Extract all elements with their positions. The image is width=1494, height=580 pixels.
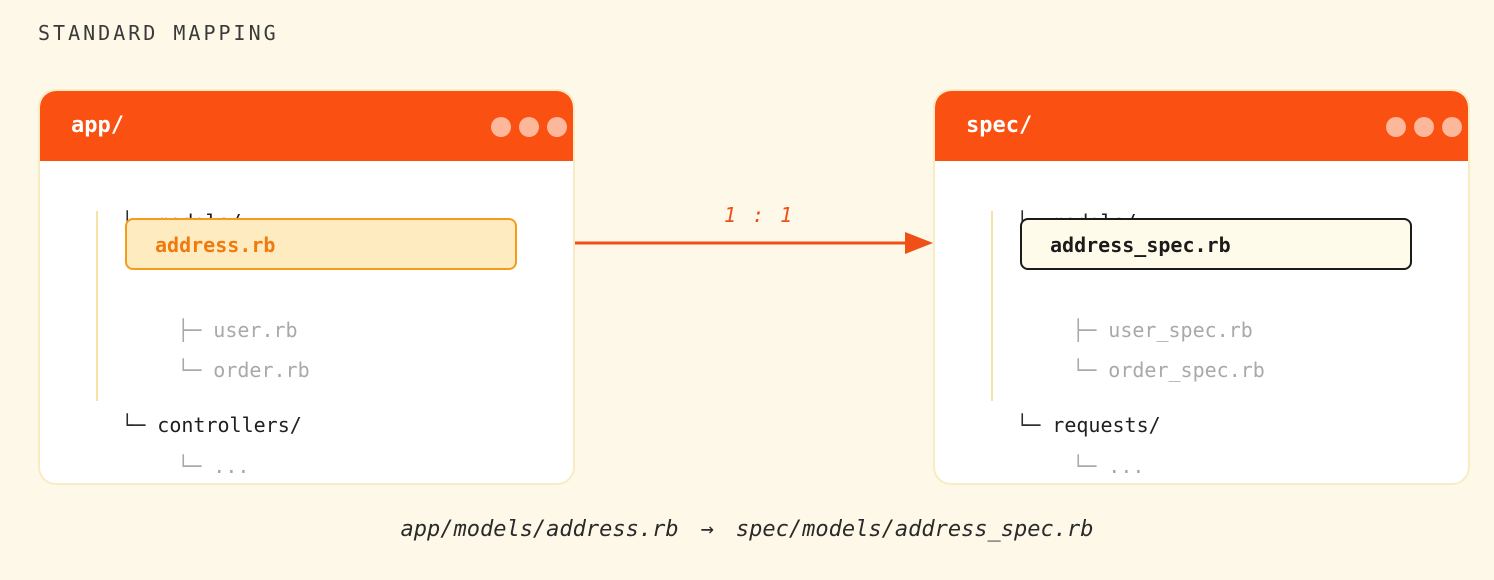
file-label: user.rb [213,318,298,342]
right-arrow-icon: → [700,517,714,542]
tree-branch-icon: ├─ [177,318,214,342]
tree-corner-icon: └─ [121,413,158,437]
tree-guide-line [991,211,993,401]
window-dot-icon [1442,117,1462,137]
spec-directory-panel: spec/ ├─ models/ address_spec.rb ├─ user… [933,89,1470,485]
ellipsis-label: ... [1108,454,1145,478]
source-path: app/models/address.rb [400,517,679,542]
tree-corner-icon: └─ [1016,413,1053,437]
mapping-arrow-icon [575,232,933,254]
tree-item-user-spec: ├─ user_spec.rb [1024,294,1253,366]
tree-corner-icon: └─ [177,454,214,478]
window-dot-icon [491,117,511,137]
target-path: spec/models/address_spec.rb [735,517,1094,542]
highlighted-file-address: address.rb [125,218,517,270]
window-dots [491,117,567,137]
highlighted-file-address-spec: address_spec.rb [1020,218,1412,270]
app-panel-title: app/ [71,113,124,138]
app-directory-panel: app/ ├─ models/ address.rb ├─ user.rb └─… [38,89,575,485]
tree-item-ellipsis: └─ ... [1024,430,1145,483]
file-label: order.rb [213,358,310,382]
tree-item-user: ├─ user.rb [129,294,298,366]
tree-item-order-spec: └─ order_spec.rb [1024,334,1265,406]
folder-label: requests/ [1052,413,1161,437]
window-dots [1386,117,1462,137]
tree-item-requests: └─ requests/ [968,389,1161,461]
spec-panel-header: spec/ [935,91,1468,161]
tree-item-ellipsis: └─ ... [129,430,250,483]
tree-item-order: └─ order.rb [129,334,310,406]
ellipsis-label: ... [213,454,250,478]
tree-corner-icon: └─ [1072,454,1109,478]
tree-guide-line [96,211,98,401]
app-panel-header: app/ [40,91,573,161]
tree-branch-icon: ├─ [1072,318,1109,342]
spec-panel-title: spec/ [966,113,1033,138]
file-label: address.rb [155,233,276,257]
tree-corner-icon: └─ [1072,358,1109,382]
window-dot-icon [1386,117,1406,137]
tree-corner-icon: └─ [177,358,214,382]
mapping-ratio-label: 1 : 1 [724,203,795,227]
file-label: order_spec.rb [1108,358,1265,382]
window-dot-icon [547,117,567,137]
folder-label: controllers/ [157,413,302,437]
window-dot-icon [519,117,539,137]
file-label: address_spec.rb [1050,233,1231,257]
tree-item-controllers: └─ controllers/ [73,389,302,461]
window-dot-icon [1414,117,1434,137]
mapping-path-footer: app/models/address.rb → spec/models/addres… [0,517,1494,542]
diagram-title: STANDARD MAPPING [38,21,279,45]
file-label: user_spec.rb [1108,318,1253,342]
